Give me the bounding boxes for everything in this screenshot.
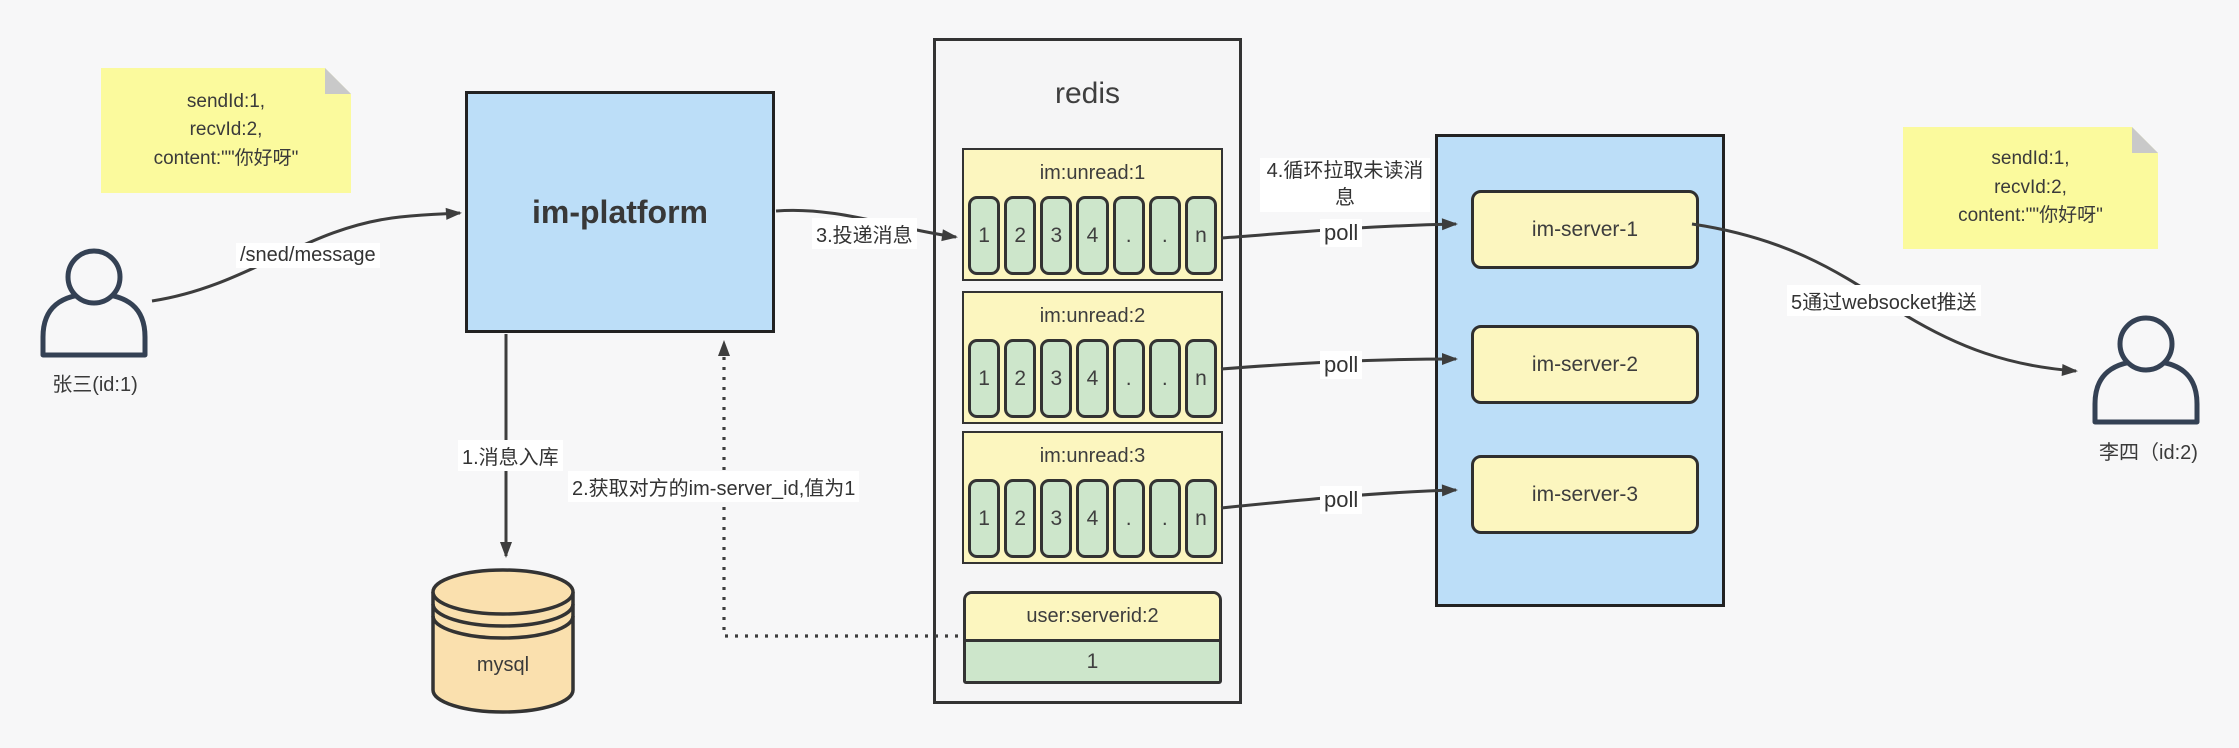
queue-key-label: im:unread:3 [1039, 444, 1146, 467]
im-server-cluster: im-server-1 im-server-2 im-server-3 [1435, 134, 1725, 607]
kv-key-label: user:serverid:2 [966, 594, 1219, 642]
sticky-note-left: sendId:1, recvId:2, content:""你好呀" [101, 68, 351, 193]
note-line: content:""你好呀" [1958, 205, 2103, 227]
edge-label-step4: 4.循环拉取未读消 息 [1260, 158, 1430, 212]
redis-queue-im-unread-1: im:unread:1 1 2 3 4 . . n [962, 148, 1223, 281]
queue-cell: 1 [968, 479, 1001, 558]
note-line: sendId:1, [186, 90, 266, 112]
queue-cell: . [1112, 339, 1145, 418]
edge-label-step2: 2.获取对方的im-server_id,值为1 [568, 471, 860, 502]
edge-label-step3: 3.投递消息 [812, 218, 917, 249]
queue-key-label: im:unread:2 [1039, 304, 1146, 327]
queue-cell: 1 [968, 339, 1001, 418]
mysql-database-icon [431, 568, 575, 714]
note-line: recvId:2, [189, 119, 263, 141]
queue-cell: n [1184, 339, 1217, 418]
queue-cell: 2 [1004, 339, 1037, 418]
user-receiver-icon [2092, 315, 2200, 425]
queue-cell: 4 [1076, 339, 1109, 418]
queue-cell: 2 [1004, 479, 1037, 558]
sender-label: 张三(id:1) [52, 374, 138, 396]
redis-kv-user-serverid: user:serverid:2 1 [963, 591, 1222, 684]
note-line: sendId:1, [1991, 148, 2070, 170]
queue-cells: 1 2 3 4 . . n [964, 339, 1221, 418]
im-server-3-node: im-server-3 [1471, 455, 1699, 534]
note-line: content:""你好呀" [153, 147, 299, 169]
queue-cell: . [1148, 479, 1181, 558]
edge-label-send-message: /sned/message [236, 243, 380, 268]
receiver-label: 李四（id:2) [2099, 442, 2198, 464]
im-platform-node: im-platform [465, 91, 775, 333]
mysql-label: mysql [476, 654, 530, 676]
redis-container: redis im:unread:1 1 2 3 4 . . n im:unrea… [933, 38, 1242, 704]
queue-cell: n [1184, 196, 1217, 275]
edge-label-step1: 1.消息入库 [458, 440, 563, 471]
redis-title: redis [1054, 77, 1121, 110]
queue-cell: 1 [968, 196, 1001, 275]
im-server-2-node: im-server-2 [1471, 325, 1699, 404]
im-server-1-node: im-server-1 [1471, 190, 1699, 269]
queue-cell: 3 [1040, 479, 1073, 558]
queue-cell: . [1148, 339, 1181, 418]
user-sender-icon [40, 248, 148, 358]
queue-cell: 4 [1076, 479, 1109, 558]
im-platform-label: im-platform [532, 193, 708, 230]
edge-label-step5: 5通过websocket推送 [1787, 285, 1981, 316]
queue-cell: 3 [1040, 196, 1073, 275]
queue-cell: . [1112, 196, 1145, 275]
edge-label-poll-3: poll [1320, 486, 1363, 514]
edge-label-step4-line1: 4.循环拉取未读消 [1266, 160, 1424, 182]
edge-label-poll-1: poll [1320, 219, 1363, 247]
queue-cell: 2 [1004, 196, 1037, 275]
queue-cell: . [1148, 196, 1181, 275]
kv-value: 1 [966, 642, 1219, 681]
redis-queue-im-unread-2: im:unread:2 1 2 3 4 . . n [962, 291, 1223, 424]
queue-cell: n [1184, 479, 1217, 558]
queue-cell: . [1112, 479, 1145, 558]
edge-label-poll-2: poll [1320, 351, 1363, 379]
note-line: recvId:2, [1994, 176, 2067, 198]
redis-queue-im-unread-3: im:unread:3 1 2 3 4 . . n [962, 431, 1223, 564]
queue-cells: 1 2 3 4 . . n [964, 479, 1221, 558]
queue-cells: 1 2 3 4 . . n [964, 196, 1221, 275]
queue-key-label: im:unread:1 [1039, 161, 1146, 184]
queue-cell: 4 [1076, 196, 1109, 275]
queue-cell: 3 [1040, 339, 1073, 418]
edge-label-step4-line2: 息 [1335, 187, 1355, 209]
sticky-note-right: sendId:1, recvId:2, content:""你好呀" [1903, 127, 2158, 249]
